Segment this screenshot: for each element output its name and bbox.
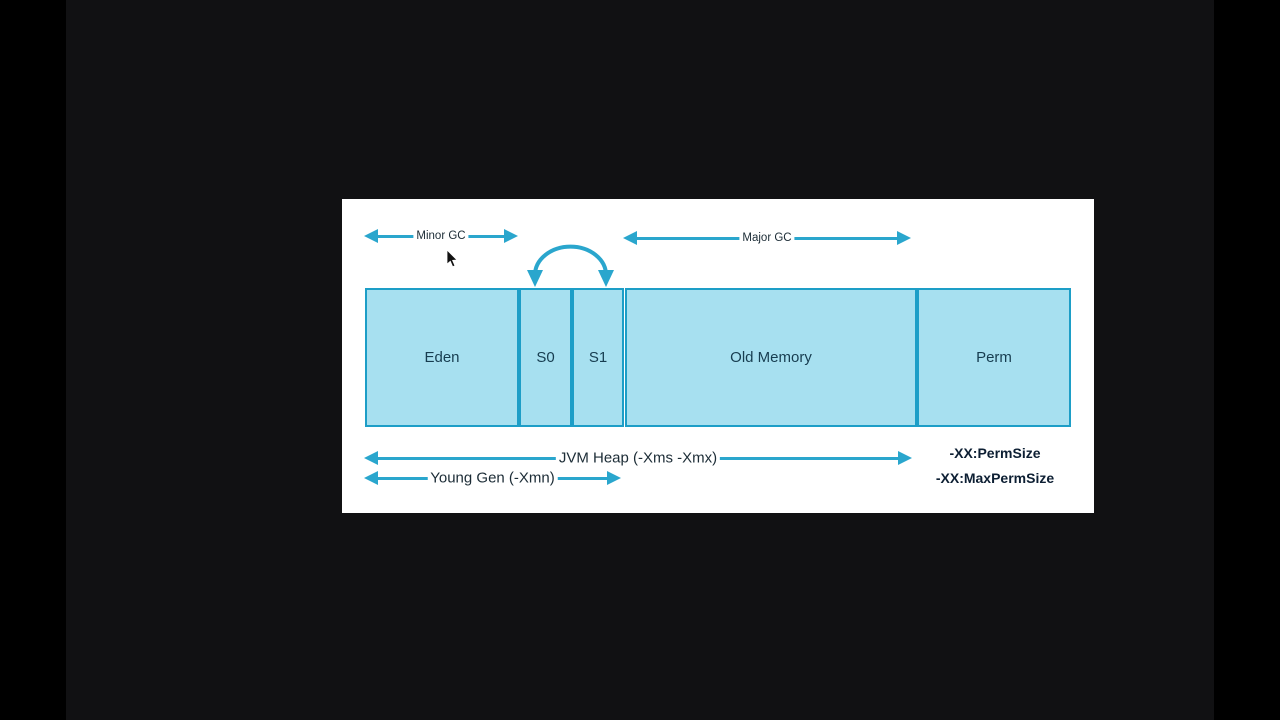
region-label: Eden xyxy=(424,349,460,366)
region-old-memory: Old Memory xyxy=(625,288,917,427)
arrow-head-left-icon xyxy=(364,451,378,465)
region-s1: S1 xyxy=(572,288,624,427)
region-label: S0 xyxy=(536,349,555,366)
jvm-heap-label: JVM Heap (-Xms -Xmx) xyxy=(555,449,721,467)
mouse-cursor-icon xyxy=(446,250,458,268)
arrow-head-left-icon xyxy=(364,471,378,485)
major-gc-label: Major GC xyxy=(739,232,795,244)
arrow-head-right-icon xyxy=(897,231,911,245)
swap-arc-arrow-icon xyxy=(527,244,614,287)
arrow-head-right-icon xyxy=(607,471,621,485)
major-gc-arrow: Major GC xyxy=(623,231,911,245)
young-gen-arrow: Young Gen (-Xmn) xyxy=(364,469,621,487)
minor-gc-label: Minor GC xyxy=(413,230,469,242)
region-s0: S0 xyxy=(519,288,572,427)
arrow-head-right-icon xyxy=(504,229,518,243)
young-gen-label: Young Gen (-Xmn) xyxy=(427,469,558,487)
video-stage: Minor GC Major GC Eden S0 S1 xyxy=(66,0,1214,720)
arrow-head-left-icon xyxy=(364,229,378,243)
perm-size-flags: -XX:PermSize -XX:MaxPermSize xyxy=(920,441,1070,491)
region-perm: Perm xyxy=(917,288,1071,427)
arrow-head-right-icon xyxy=(898,451,912,465)
region-label: Perm xyxy=(976,349,1012,366)
heap-memory-bar: Eden S0 S1 Old Memory Perm xyxy=(365,288,1071,427)
max-perm-size-label: -XX:MaxPermSize xyxy=(935,470,1055,486)
region-label: Old Memory xyxy=(730,349,812,366)
region-eden: Eden xyxy=(365,288,519,427)
diagram-panel: Minor GC Major GC Eden S0 S1 xyxy=(342,199,1094,513)
jvm-heap-arrow: JVM Heap (-Xms -Xmx) xyxy=(364,449,912,467)
arrow-head-left-icon xyxy=(623,231,637,245)
region-label: S1 xyxy=(588,349,608,366)
perm-size-label: -XX:PermSize xyxy=(949,445,1041,461)
minor-gc-arrow: Minor GC xyxy=(364,229,518,243)
